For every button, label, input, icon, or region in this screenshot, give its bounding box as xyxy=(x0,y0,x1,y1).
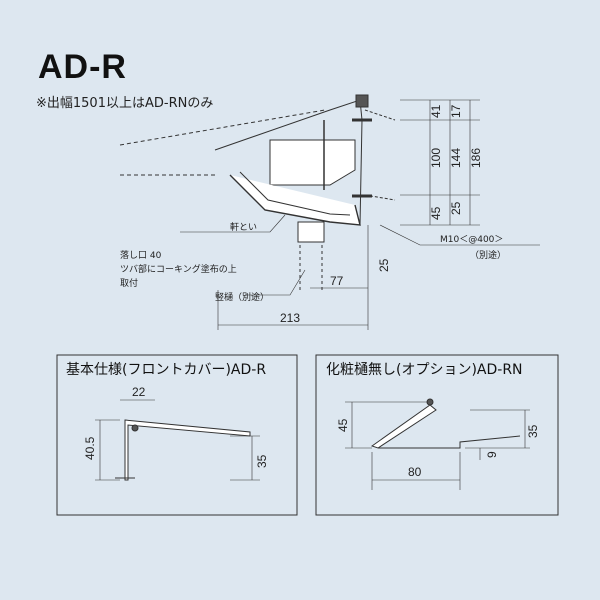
dim-77: 77 xyxy=(330,274,344,288)
label-gutter: 軒とい xyxy=(230,222,257,233)
main-dimensions: 41 17 100 144 186 45 25 25 77 213 xyxy=(280,104,483,325)
box-left-title: 基本仕様(フロントカバー)AD-R xyxy=(66,361,266,378)
width-note: ※出幅1501以上はAD-RNのみ xyxy=(36,96,214,111)
dim-100: 100 xyxy=(429,148,443,168)
dim-17: 17 xyxy=(449,104,463,118)
dim-213: 213 xyxy=(280,311,300,325)
box-right: 化粧樋無し(オプション)AD-RN 45 35 9 80 xyxy=(315,354,559,516)
label-bolt-sub: （別途） xyxy=(470,249,506,261)
label-drop: 落し口 40 xyxy=(120,249,162,261)
box-left-dim-40-5: 40.5 xyxy=(83,436,97,460)
dim-186: 186 xyxy=(469,148,483,168)
box-right-dim-45: 45 xyxy=(336,418,350,432)
box-left-dim-22: 22 xyxy=(132,385,146,399)
dim-144: 144 xyxy=(449,148,463,168)
box-right-title: 化粧樋無し(オプション)AD-RN xyxy=(326,362,523,378)
box-right-dim-80: 80 xyxy=(408,465,422,479)
label-caulk-1: ツバ部にコーキング塗布の上 xyxy=(120,263,237,275)
label-downspout: 竪樋（別途） xyxy=(215,291,269,303)
dim-41: 41 xyxy=(429,104,443,118)
label-bolt: M10＜@400＞ xyxy=(440,235,503,245)
page-title: AD-R xyxy=(38,48,127,86)
dim-25-right: 25 xyxy=(449,201,463,215)
main-section-drawing xyxy=(119,94,540,330)
box-left: 基本仕様(フロントカバー)AD-R 22 40.5 35 xyxy=(56,354,298,516)
dim-45: 45 xyxy=(429,206,443,220)
dim-25: 25 xyxy=(377,258,391,272)
main-labels: 軒とい 落し口 40 ツバ部にコーキング塗布の上 取付 竪樋（別途） M10＜@… xyxy=(120,222,506,303)
label-caulk-2: 取付 xyxy=(120,278,138,289)
box-right-dim-35: 35 xyxy=(526,424,540,438)
box-right-dim-9: 9 xyxy=(485,451,499,458)
box-left-dim-35: 35 xyxy=(255,454,269,468)
